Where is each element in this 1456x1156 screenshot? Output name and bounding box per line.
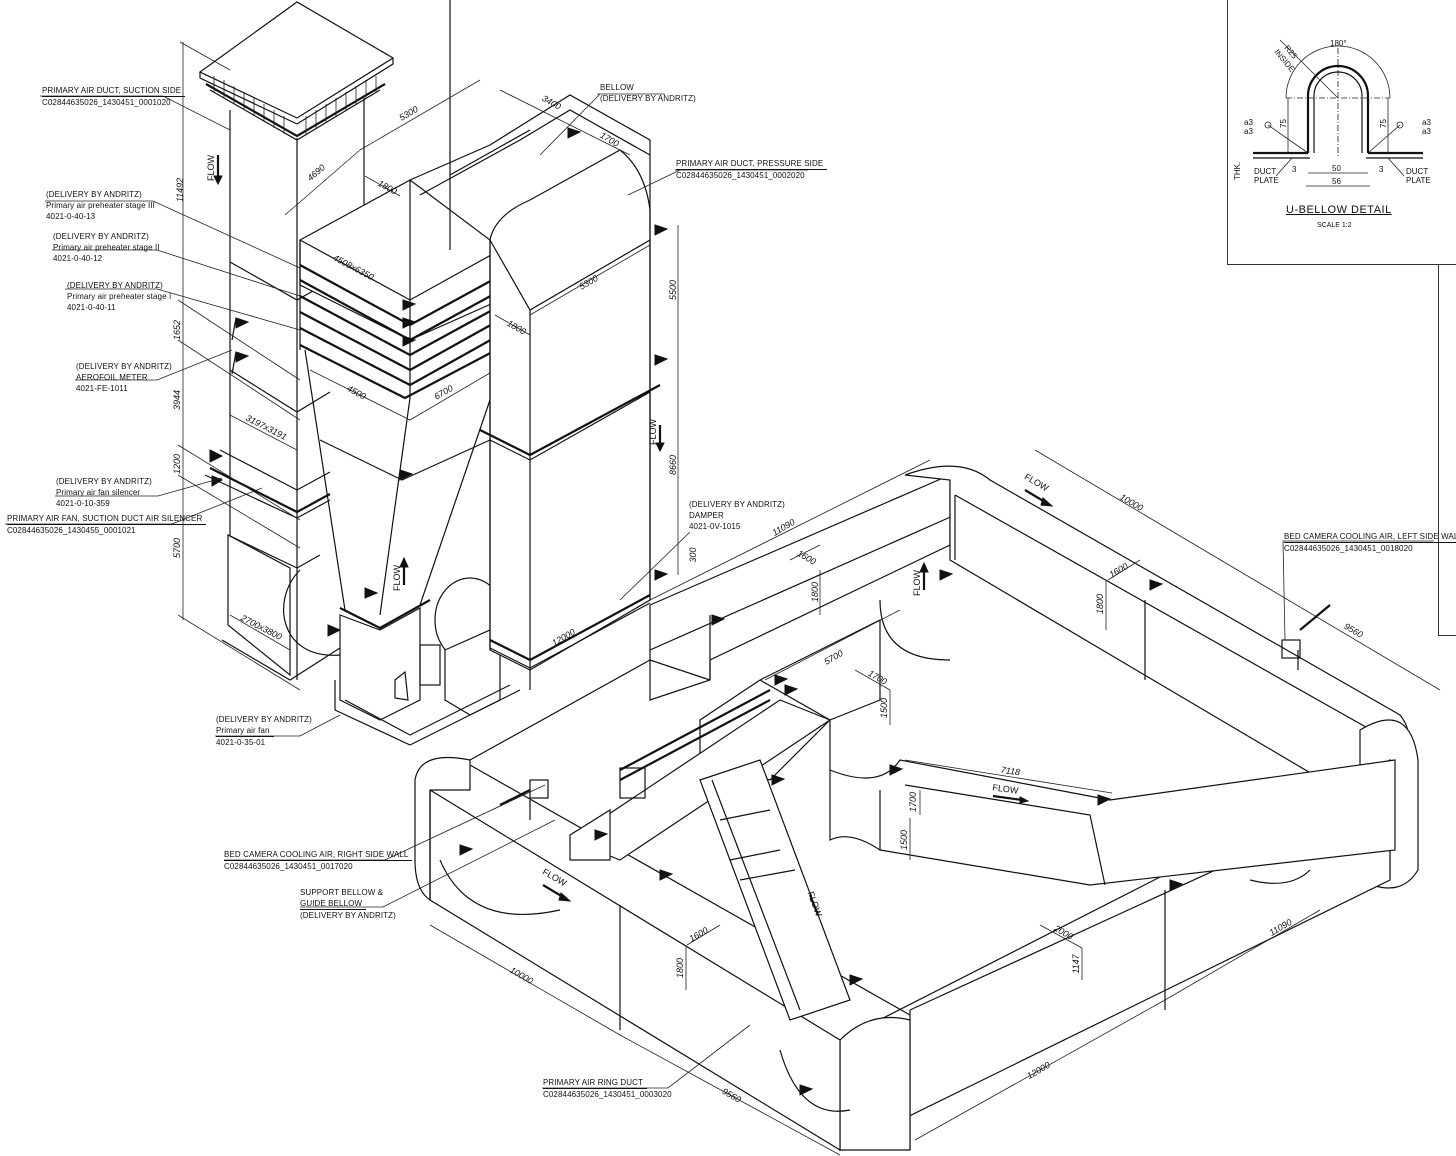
- callout-bed-camera-left: BED CAMERA COOLING AIR, LEFT SIDE WALL C…: [1284, 531, 1456, 554]
- flow-arrow-ring-corner: FLOW: [912, 561, 929, 596]
- callout-aerofoil-meter: (DELIVERY BY ANDRITZ) AEROFOIL METER 402…: [76, 362, 172, 393]
- dim-8660: 8660: [668, 455, 678, 475]
- dim-5500: 5500: [668, 280, 678, 300]
- callout-suction-silencer: PRIMARY AIR FAN, SUCTION DUCT AIR SILENC…: [7, 513, 207, 536]
- dim-1147: 1147: [1071, 953, 1081, 973]
- dim-12000-bot: 12000: [1025, 1060, 1052, 1081]
- flow-arrow-branch: FLOW: [992, 782, 1030, 804]
- dim-11492: 11492: [175, 178, 185, 202]
- dim-5300-top: 5300: [397, 104, 419, 123]
- dim-10000-bot: 10000: [508, 965, 535, 986]
- dim-1500-mid: 1500: [879, 698, 889, 718]
- callout-preheater-stage-1: (DELIVERY BY ANDRITZ) Primary air prehea…: [67, 281, 172, 312]
- callout-support-bellow: SUPPORT BELLOW & GUIDE BELLOW (DELIVERY …: [300, 888, 396, 920]
- detail-weld-left-2: a3: [1244, 127, 1253, 136]
- dim-7118: 7118: [1000, 765, 1021, 778]
- dim-1500-br: 1500: [899, 830, 909, 850]
- dim-1800-b: 1800: [1095, 594, 1105, 614]
- dim-3944: 3944: [172, 390, 182, 410]
- callout-damper: (DELIVERY BY ANDRITZ) DAMPER 4021-0V-101…: [689, 500, 785, 531]
- ring-duct: 11090 1600 1800 10000 1600 1800 9560 100…: [414, 449, 1441, 1156]
- flow-arrow-pressure: FLOW: [648, 418, 665, 453]
- u-bellow-detail-drawing: R25 INSIDE 180° 75 75 a3 a3 a3 a3 THK. D…: [1233, 39, 1431, 187]
- bed-camera-left: [1281, 604, 1331, 670]
- svg-text:FLOW: FLOW: [992, 782, 1020, 796]
- u-bellow-detail-panel: R25 INSIDE 180° 75 75 a3 a3 a3 a3 THK. D…: [1227, 0, 1456, 265]
- dim-3197x3191: 3197x3191: [244, 413, 288, 442]
- pressure-duct: 3400 1700 5300 1800 5500 8660 300 12000 …: [408, 0, 698, 690]
- dim-6700: 6700: [432, 383, 454, 402]
- svg-text:FLOW: FLOW: [206, 154, 216, 181]
- callout-pa-suction: PRIMARY AIR DUCT, SUCTION SIDE C02844635…: [42, 85, 186, 108]
- bed-camera-right: [499, 779, 549, 820]
- detail-height-left: 75: [1279, 119, 1288, 128]
- callout-fan-silencer: (DELIVERY BY ANDRITZ) Primary air fan si…: [56, 477, 152, 508]
- branch-ducts: 5700 1700 1500 FLOW 7118 1700 15: [568, 609, 1396, 1021]
- detail-weld-right-2: a3: [1422, 127, 1431, 136]
- callout-preheater-stage-2: (DELIVERY BY ANDRITZ) Primary air prehea…: [53, 232, 160, 263]
- dim-9560-right: 9560: [1342, 621, 1364, 640]
- detail-plate-right: PLATE: [1406, 176, 1431, 185]
- detail-scale: SCALE 1:2: [1317, 222, 1352, 229]
- dim-10000-top: 10000: [1118, 492, 1145, 513]
- dim-4690: 4690: [305, 162, 327, 183]
- detail-duct-left: DUCT: [1254, 167, 1276, 176]
- callout-preheater-stage-3: (DELIVERY BY ANDRITZ) Primary air prehea…: [46, 190, 155, 221]
- dim-4500: 4500: [345, 383, 367, 401]
- dim-1200: 1200: [172, 454, 182, 474]
- dim-5700-left: 5700: [172, 538, 182, 558]
- dim-1700-br: 1700: [908, 792, 918, 812]
- svg-text:FLOW: FLOW: [912, 569, 922, 596]
- detail-weld-left-1: a3: [1244, 118, 1253, 127]
- svg-text:FLOW: FLOW: [648, 418, 658, 445]
- detail-plate-left: PLATE: [1254, 176, 1279, 185]
- detail-inner-width: 50: [1332, 164, 1341, 173]
- dim-1800-c: 1800: [675, 958, 685, 978]
- dim-1600-c: 1600: [687, 925, 709, 944]
- svg-text:FLOW: FLOW: [392, 564, 402, 591]
- detail-angle: 180°: [1330, 39, 1347, 48]
- detail-height-right: 75: [1379, 119, 1388, 128]
- callout-bellow: BELLOW (DELIVERY BY ANDRITZ): [600, 83, 696, 103]
- dim-300: 300: [688, 547, 698, 562]
- sheet-border: [1438, 265, 1456, 636]
- dim-1800-a: 1800: [810, 582, 820, 602]
- callout-primary-air-fan: (DELIVERY BY ANDRITZ) Primary air fan 40…: [216, 715, 312, 747]
- primary-air-fan: [334, 577, 521, 746]
- detail-outer-width: 56: [1332, 177, 1341, 186]
- dim-1652: 1652: [172, 320, 182, 340]
- callout-ring-duct: PRIMARY AIR RING DUCT C02844635026_14304…: [543, 1078, 672, 1099]
- detail-duct-right: DUCT: [1406, 167, 1428, 176]
- detail-title: U-BELLOW DETAIL: [1286, 204, 1392, 216]
- detail-weld-right-1: a3: [1422, 118, 1431, 127]
- callout-bed-camera-right: BED CAMERA COOLING AIR, RIGHT SIDE WALL …: [224, 849, 413, 872]
- detail-gap-right: 3: [1379, 165, 1384, 174]
- callout-pa-pressure: PRIMARY AIR DUCT, PRESSURE SIDE C0284463…: [676, 158, 828, 181]
- suction-stack: [198, 1, 395, 681]
- flow-arrow-funnel: FLOW: [392, 556, 409, 591]
- detail-thk: THK.: [1233, 162, 1242, 180]
- detail-gap-left: 3: [1292, 165, 1297, 174]
- fan-silencer-box: [227, 534, 291, 677]
- flow-arrow-stack: FLOW: [206, 154, 223, 186]
